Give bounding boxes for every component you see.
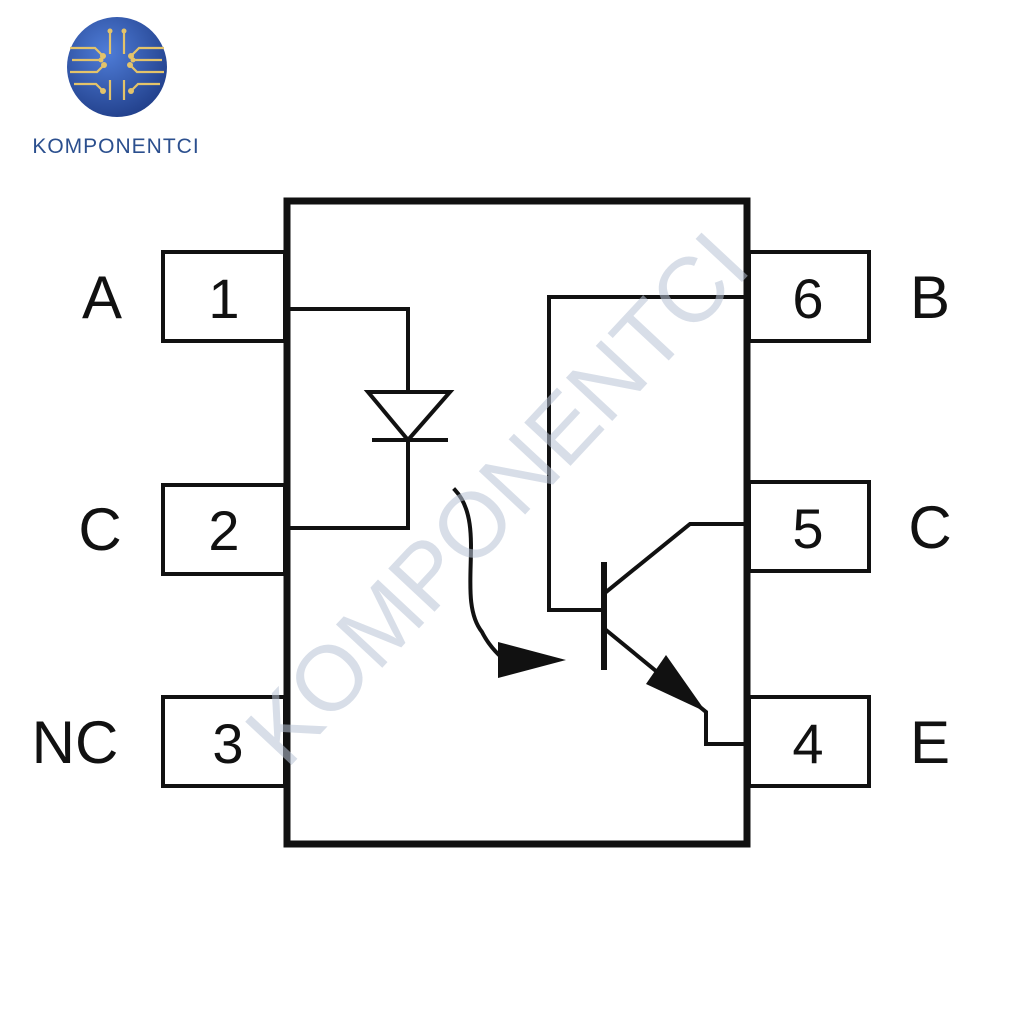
pin-number: 5 [792,497,823,560]
circuit-globe-icon [67,17,167,117]
pin-label: B [910,264,950,331]
anode-wire [287,307,410,394]
pin-label: C [78,496,121,563]
right-pin-6: 6 B [747,250,950,343]
right-pin-4: 4 E [747,695,950,788]
right-pin-5: 5 C [747,480,952,573]
left-pin-1: 1 A [82,250,287,343]
pin-number: 1 [208,267,239,330]
diode-triangle [363,390,455,444]
collector-wire [603,522,747,595]
light-arrow-curve [452,487,508,663]
npn-phototransistor-icon [547,295,747,746]
cathode-wire [287,438,410,530]
brand-logo: KOMPONENTCI [32,17,199,158]
led-diode-icon [287,307,455,530]
brand-name: KOMPONENTCI [32,135,199,158]
pin-number: 2 [208,499,239,562]
light-arrow-head [498,642,566,678]
base-wire [547,295,747,612]
emitter-arrow-head [646,655,706,712]
pin-number: 3 [212,712,243,775]
pin-number: 6 [792,267,823,330]
light-arrow-icon [452,487,566,678]
pin-label: NC [32,709,119,776]
pin-label: E [910,709,950,776]
pin-label: A [82,264,122,331]
pin-label: C [908,494,951,561]
left-pin-3: 3 NC [32,695,287,788]
pin-number: 4 [792,712,823,775]
left-pin-2: 2 C [78,483,287,576]
